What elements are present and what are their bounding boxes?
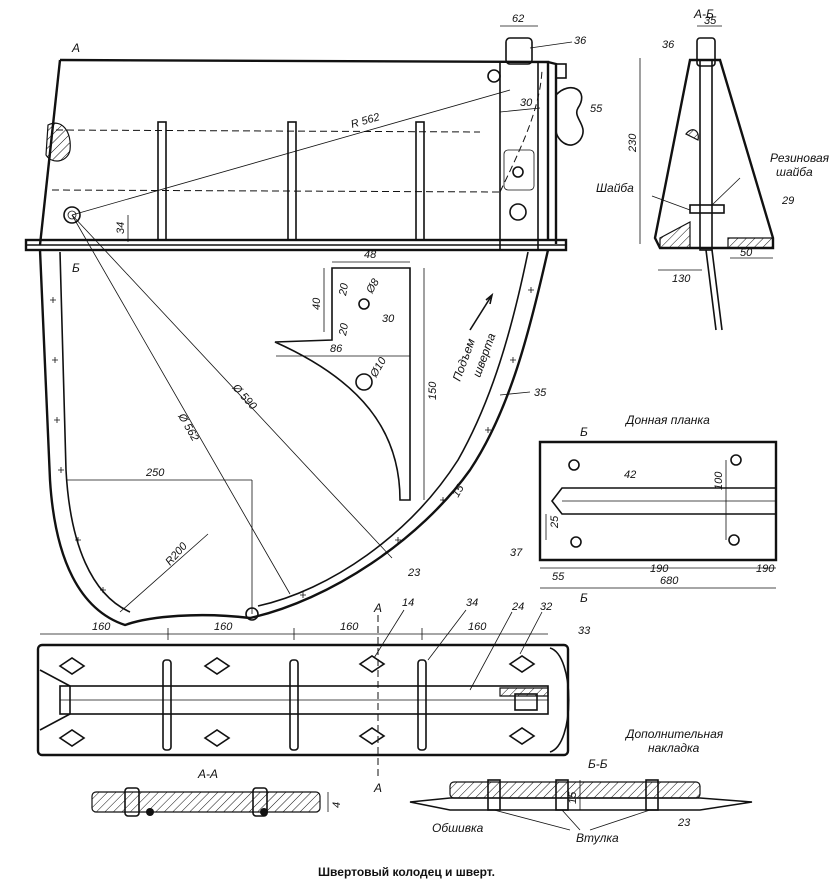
dim-190-b: 190: [756, 563, 775, 575]
part-24: 24: [511, 601, 524, 613]
dim-680: 680: [660, 575, 679, 587]
trunk-plan-view: [36, 615, 570, 780]
trunk-nose-section: [45, 122, 71, 162]
label-rezin-2: шайба: [776, 165, 813, 179]
dim-50: 50: [740, 247, 753, 259]
centerboard-side-view: [38, 249, 550, 627]
centerboard-rivets: [50, 287, 534, 598]
dim-15-bb: 15: [567, 791, 579, 804]
marker-b-left: Б: [72, 261, 80, 275]
part-23-section: 23: [677, 817, 691, 829]
marker-a-plan-bottom: А: [373, 781, 382, 795]
part-32: 32: [540, 601, 552, 613]
label-rezin-1: Резиновая: [770, 151, 830, 165]
dim-phi590: Ø 590: [229, 381, 259, 413]
radius-lines: [66, 25, 541, 614]
dim-100: 100: [713, 471, 725, 490]
dim-30-handle: 30: [382, 313, 395, 325]
marker-a-plan-top: А: [373, 601, 382, 615]
part-36-section: 36: [662, 39, 675, 51]
dim-15-tip: 15: [450, 482, 467, 499]
marker-ab-title: А-Б: [693, 7, 714, 21]
dim-62: 62: [512, 13, 524, 25]
dim-48: 48: [364, 249, 377, 261]
dim-160-c: 160: [340, 621, 359, 633]
part-34: 34: [466, 597, 478, 609]
dim-4: 4: [331, 802, 343, 808]
part-35: 35: [534, 387, 547, 399]
figure-caption: Швертовый колодец и шверт.: [318, 865, 495, 879]
marker-aa-title: А-А: [197, 767, 218, 781]
marker-a-top: А: [71, 41, 80, 55]
dim-phi10: Ø10: [368, 355, 390, 381]
bottom-plank-view: [538, 440, 778, 589]
dim-190-a: 190: [650, 563, 669, 575]
dim-phi562: Ø 562: [175, 411, 201, 444]
part-37: 37: [510, 547, 523, 559]
dim-20-a: 20: [337, 282, 351, 298]
label-podem-2: шверта: [470, 331, 499, 379]
dim-25: 25: [549, 515, 561, 529]
part-55: 55: [590, 103, 603, 115]
label-vtulka: Втулка: [576, 831, 619, 845]
dim-160-d: 160: [468, 621, 487, 633]
section-aa: [91, 787, 329, 817]
plan-fasteners: [58, 655, 536, 747]
section-bb: [409, 779, 753, 831]
dim-160-b: 160: [214, 621, 233, 633]
dim-130: 130: [672, 273, 691, 285]
marker-b-plank-bottom: Б: [580, 591, 588, 605]
dim-160-a: 160: [92, 621, 111, 633]
marker-bb-title: Б-Б: [588, 757, 608, 771]
label-donnaya: Донная планка: [624, 413, 710, 427]
label-obshivka: Обшивка: [432, 821, 484, 835]
section-ab: [639, 25, 775, 331]
label-shayba: Шайба: [596, 181, 634, 195]
part-14: 14: [402, 597, 414, 609]
rear-post: [505, 37, 533, 65]
dim-phi8: Ø8: [364, 276, 383, 296]
dim-34: 34: [115, 222, 127, 234]
dim-250: 250: [145, 467, 165, 479]
part-29: 29: [781, 195, 794, 207]
dim-40: 40: [311, 297, 323, 310]
dim-r200: R200: [163, 540, 190, 568]
part-36-main: 36: [574, 35, 587, 47]
dim-150: 150: [427, 381, 439, 400]
label-dop-1: Дополнительная: [624, 727, 724, 741]
trunk-ribs: [157, 121, 425, 241]
dim-230: 230: [627, 133, 639, 153]
part-33: 33: [578, 625, 591, 637]
pivot-bolt: [63, 206, 81, 224]
wing-nut: [555, 86, 584, 146]
part-42: 42: [624, 469, 636, 481]
marker-b-plank-top: Б: [580, 425, 588, 439]
dim-35: 35: [704, 15, 717, 27]
dim-55: 55: [552, 571, 565, 583]
trunk-side-view: [24, 37, 584, 252]
centerboard-handle-cutout: [274, 267, 411, 501]
label-dop-2: накладка: [648, 741, 700, 755]
part-23-main: 23: [407, 567, 421, 579]
dim-30-upper: 30: [520, 97, 533, 109]
dim-86: 86: [330, 343, 343, 355]
dim-20-b: 20: [337, 322, 351, 338]
